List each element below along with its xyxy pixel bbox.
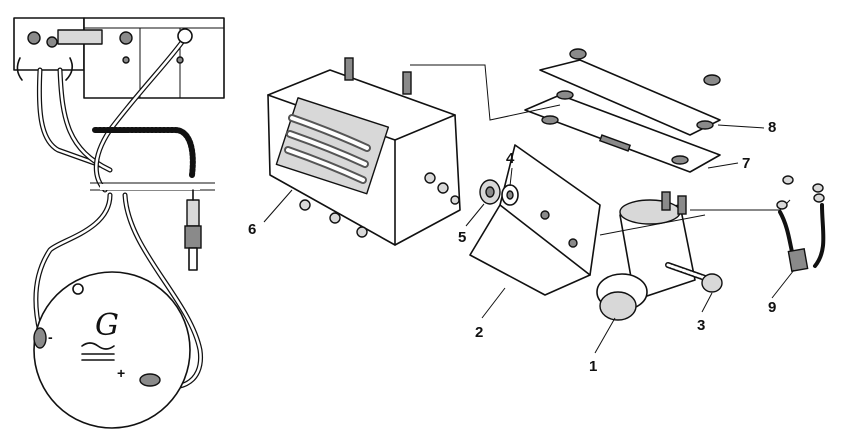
callout-5: 5 (458, 229, 466, 246)
callout-7: 7 (742, 155, 750, 172)
part-2-mounting-bracket (469, 144, 601, 296)
callout-8: 8 (768, 119, 776, 136)
part-4-washer (501, 184, 519, 206)
battery-terminal-block (13, 17, 225, 99)
part-7-bracket-line (690, 199, 791, 211)
wire-harness (33, 28, 215, 390)
part-5-nut (479, 179, 501, 205)
part-3-bolt (665, 262, 723, 293)
callout-3: 3 (697, 317, 705, 334)
part-1-solenoid (596, 191, 706, 321)
callout-1: 1 (589, 358, 597, 375)
callout-2: 2 (475, 324, 483, 341)
generator-positive-sign: + (117, 365, 125, 381)
callout-9: 9 (768, 299, 776, 316)
callout-6: 6 (248, 221, 256, 238)
part-6-resistor-block (267, 57, 461, 246)
generator-negative-sign: - (48, 329, 53, 345)
leader-lines (263, 124, 795, 354)
part-9-jumper-wire (776, 175, 826, 273)
part-8-bracket-plate (410, 48, 721, 173)
generator: G - + (33, 271, 191, 429)
generator-symbol: G (95, 308, 119, 343)
callout-4: 4 (506, 150, 515, 167)
